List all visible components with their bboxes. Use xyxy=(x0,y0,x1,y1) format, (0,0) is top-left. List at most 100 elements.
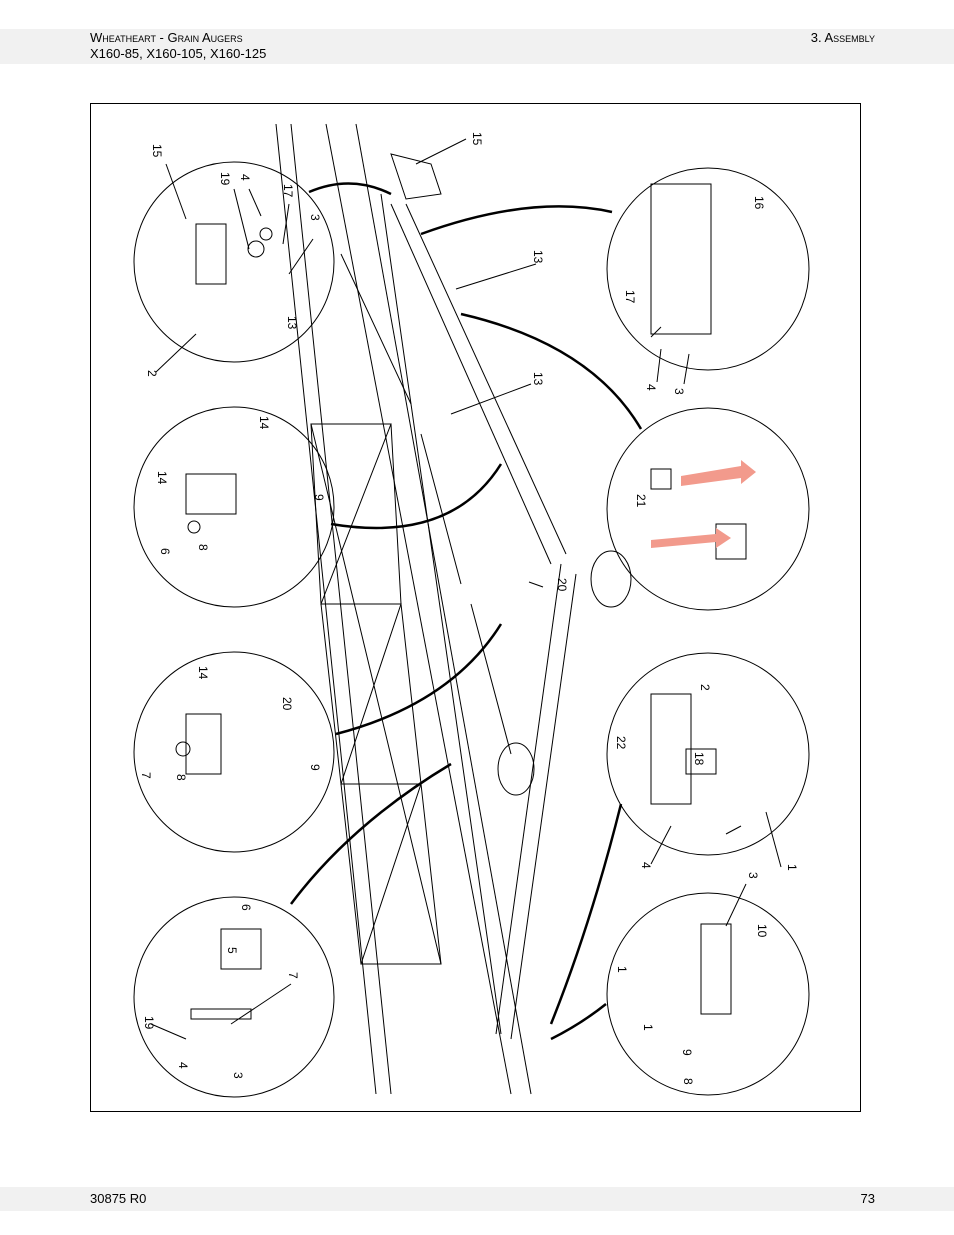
leader-arc-4 xyxy=(290,762,452,905)
page-number: 73 xyxy=(860,1191,875,1206)
callout-13-main-lower: 13 xyxy=(531,372,545,386)
leader-arc-8 xyxy=(550,1003,607,1041)
callout-8-detail2: 8 xyxy=(196,544,210,551)
callout-8-detail3: 8 xyxy=(174,774,188,781)
callout-14-detail2-left: 14 xyxy=(155,471,169,485)
callout-1-detail7: 1 xyxy=(785,864,799,871)
truss-rail-left-inner xyxy=(290,123,392,1095)
detail3-bracket xyxy=(185,713,222,775)
callout-2-detail1: 2 xyxy=(145,370,159,377)
leader-4b xyxy=(656,348,662,383)
detail1-bushing xyxy=(259,227,273,241)
callout-4-detail5: 4 xyxy=(644,384,658,391)
page-header: Wheatheart - Grain Augers X160-85, X160-… xyxy=(0,29,954,64)
detail-circle-5 xyxy=(606,167,810,371)
leader-arc-6 xyxy=(460,312,643,430)
leader-arc-3 xyxy=(335,623,503,736)
callout-8-detail8: 8 xyxy=(681,1078,695,1085)
leader-17a xyxy=(282,203,290,245)
detail-circle-1 xyxy=(133,161,335,363)
detail-circle-2 xyxy=(133,406,335,608)
leader-19b xyxy=(150,1023,187,1040)
detail5-bracket xyxy=(650,183,712,335)
header-title: Wheatheart - Grain Augers xyxy=(90,30,243,45)
detail6-arrow-lower xyxy=(651,528,731,548)
detail4-plate xyxy=(220,928,262,970)
header-section: 3. Assembly xyxy=(810,30,875,45)
page-footer: 30875 R0 73 xyxy=(0,1187,954,1211)
callout-5-detail4: 5 xyxy=(225,947,239,954)
detail1-washer xyxy=(247,240,265,258)
tube-edge-left xyxy=(325,123,512,1095)
callout-3-detail5: 3 xyxy=(672,388,686,395)
callout-3-detail1: 3 xyxy=(308,214,322,221)
callout-13-detail1: 13 xyxy=(285,316,299,330)
callout-1-detail8-upper: 1 xyxy=(615,966,629,973)
leader-19a xyxy=(233,188,250,250)
wheel-lower xyxy=(497,742,535,796)
leader-4a xyxy=(248,188,262,217)
hopper xyxy=(390,153,442,200)
callout-19-detail4: 19 xyxy=(142,1016,156,1030)
leader-arc-1 xyxy=(308,182,392,196)
callout-7-detail3: 7 xyxy=(139,772,153,779)
callout-10-detail8: 10 xyxy=(755,924,769,938)
leader-2a xyxy=(155,333,197,373)
callout-18-detail7: 18 xyxy=(692,752,706,766)
detail-circle-8 xyxy=(606,892,810,1096)
arm-upper-inner xyxy=(405,203,567,555)
arm-upper xyxy=(390,203,552,565)
callout-13-main-upper: 13 xyxy=(531,250,545,264)
leader-4c xyxy=(650,825,672,865)
leader-3a xyxy=(288,238,314,275)
leader-20a xyxy=(528,581,544,588)
callout-14-detail3: 14 xyxy=(196,666,210,680)
callout-4-detail1: 4 xyxy=(238,174,252,181)
callout-21-detail6: 21 xyxy=(634,494,648,508)
callout-16-detail5: 16 xyxy=(752,196,766,210)
detail-circle-3 xyxy=(133,651,335,853)
detail-circle-6 xyxy=(606,407,810,611)
leader-7b xyxy=(230,983,292,1025)
callout-4-detail7: 4 xyxy=(639,862,653,869)
leader-arc-2 xyxy=(330,463,503,530)
leader-3b xyxy=(683,353,690,385)
leader-17b xyxy=(650,326,662,338)
callout-17-detail5: 17 xyxy=(623,290,637,304)
arm-lower xyxy=(495,563,562,1035)
callout-20-main: 20 xyxy=(555,578,569,592)
callout-6-detail2: 6 xyxy=(158,548,172,555)
leader-15b xyxy=(415,138,467,165)
callout-9-detail8: 9 xyxy=(680,1049,694,1056)
callout-15-detail1: 15 xyxy=(150,144,164,158)
detail2-bracket xyxy=(185,473,237,515)
detail4-strip xyxy=(190,1008,252,1020)
leader-13b xyxy=(450,383,532,415)
assembly-drawing: 15 19 4 17 3 13 2 15 13 13 20 16 17 4 3 … xyxy=(133,123,810,1098)
detail7-label18 xyxy=(685,748,717,775)
detail6-arrow-upper xyxy=(681,460,756,486)
tube-center xyxy=(380,193,502,1035)
callout-9-detail2: 9 xyxy=(312,494,326,501)
detail-circle-4 xyxy=(133,896,335,1098)
arm-lower-inner xyxy=(510,573,577,1040)
detail3-washer xyxy=(175,741,191,757)
leader-13a xyxy=(455,263,537,290)
leader-1a xyxy=(725,883,747,927)
callout-9-detail3: 9 xyxy=(308,764,322,771)
leader-3c xyxy=(725,825,742,835)
callout-7-detail4: 7 xyxy=(286,972,300,979)
callout-22-detail7: 22 xyxy=(614,736,628,750)
detail6-tab xyxy=(650,468,672,490)
truss-diagonals xyxy=(310,423,442,965)
callout-19-detail1: 19 xyxy=(218,172,232,186)
detail1-plate xyxy=(195,223,227,285)
leader-arc-7 xyxy=(549,803,623,1025)
callout-1-detail8-lower: 1 xyxy=(641,1024,655,1031)
callout-14-detail2-top: 14 xyxy=(257,416,271,430)
wheel-upper xyxy=(590,550,632,608)
assembly-figure: 15 19 4 17 3 13 2 15 13 13 20 16 17 4 3 … xyxy=(90,103,861,1112)
detail-circle-7 xyxy=(606,652,810,856)
callout-4-detail4: 4 xyxy=(176,1062,190,1069)
callout-6-detail4: 6 xyxy=(239,904,253,911)
